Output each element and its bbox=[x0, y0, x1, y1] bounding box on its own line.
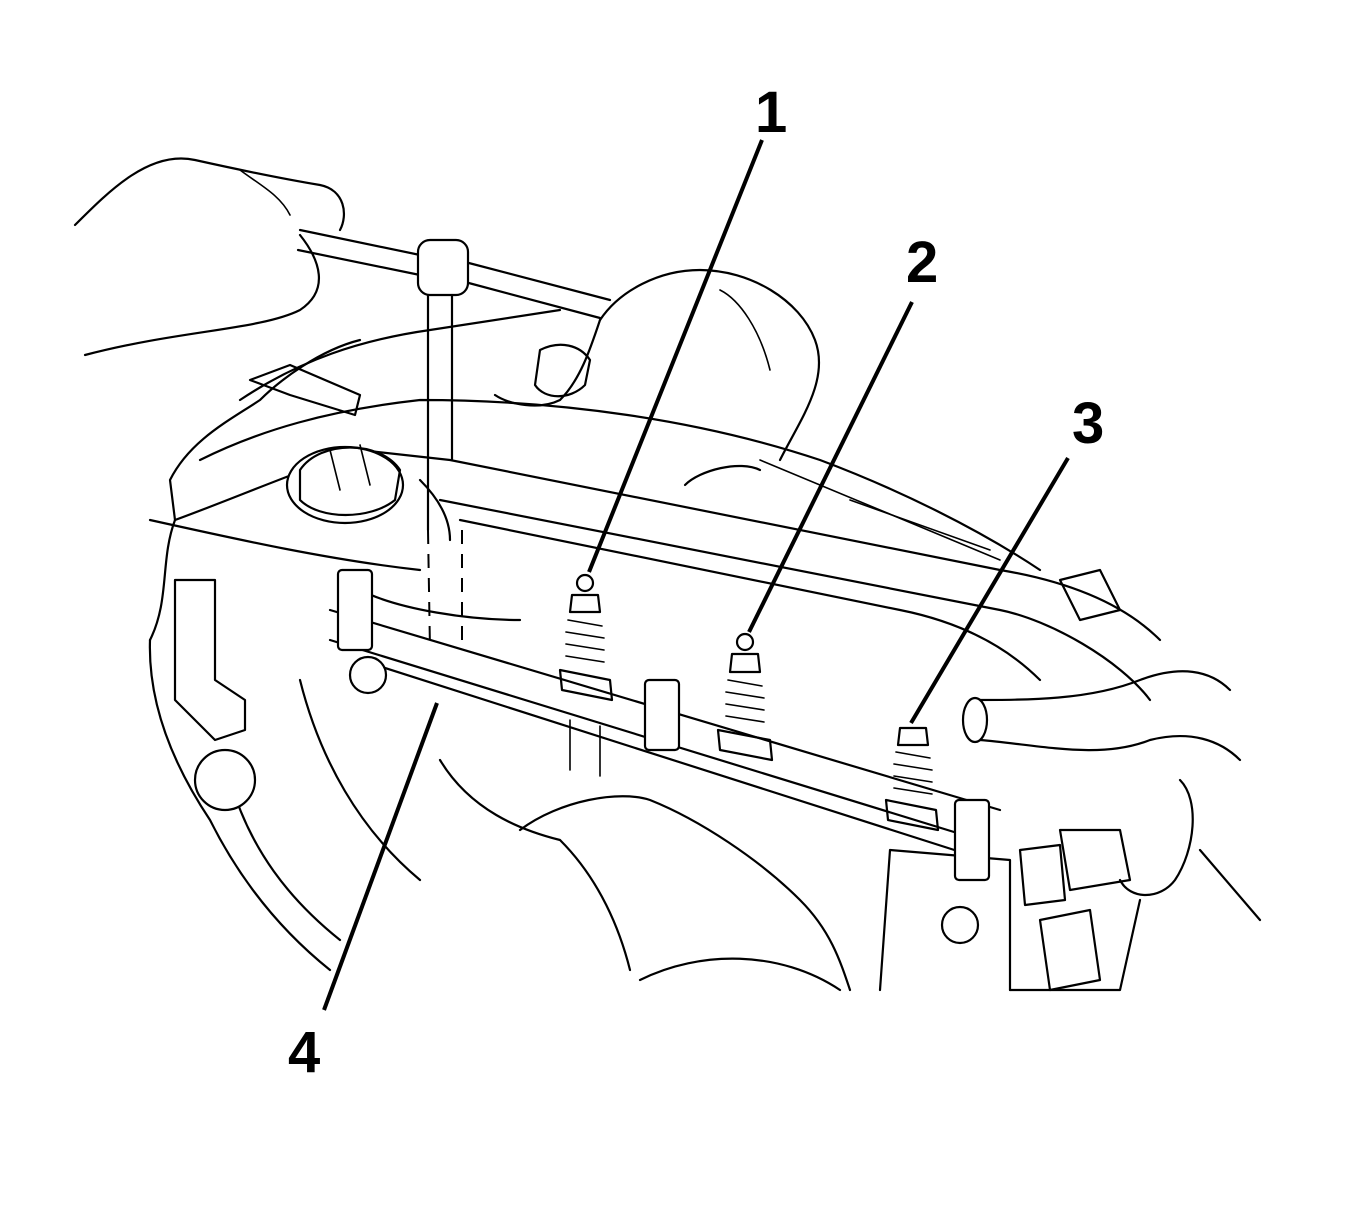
leader-line-4 bbox=[322, 702, 439, 1011]
valve-cover bbox=[173, 308, 1162, 702]
spark-plug-2 bbox=[716, 632, 774, 762]
fuel-rail bbox=[173, 568, 1002, 945]
right-side-components bbox=[961, 568, 1262, 992]
leader-line-3 bbox=[909, 456, 1070, 725]
spark-plug-1 bbox=[558, 573, 614, 777]
spark-plug-tool bbox=[296, 228, 612, 651]
right-hand bbox=[493, 268, 821, 487]
callout-1: 1 bbox=[755, 80, 787, 145]
left-hand bbox=[73, 157, 346, 357]
callout-3: 3 bbox=[1072, 391, 1104, 456]
callout-4: 4 bbox=[288, 1020, 320, 1085]
spark-plug-3 bbox=[884, 726, 940, 832]
callout-2: 2 bbox=[906, 230, 938, 295]
leader-line-2 bbox=[747, 301, 914, 633]
leader-line-1 bbox=[587, 139, 764, 573]
callout-leaders bbox=[322, 139, 1070, 1011]
